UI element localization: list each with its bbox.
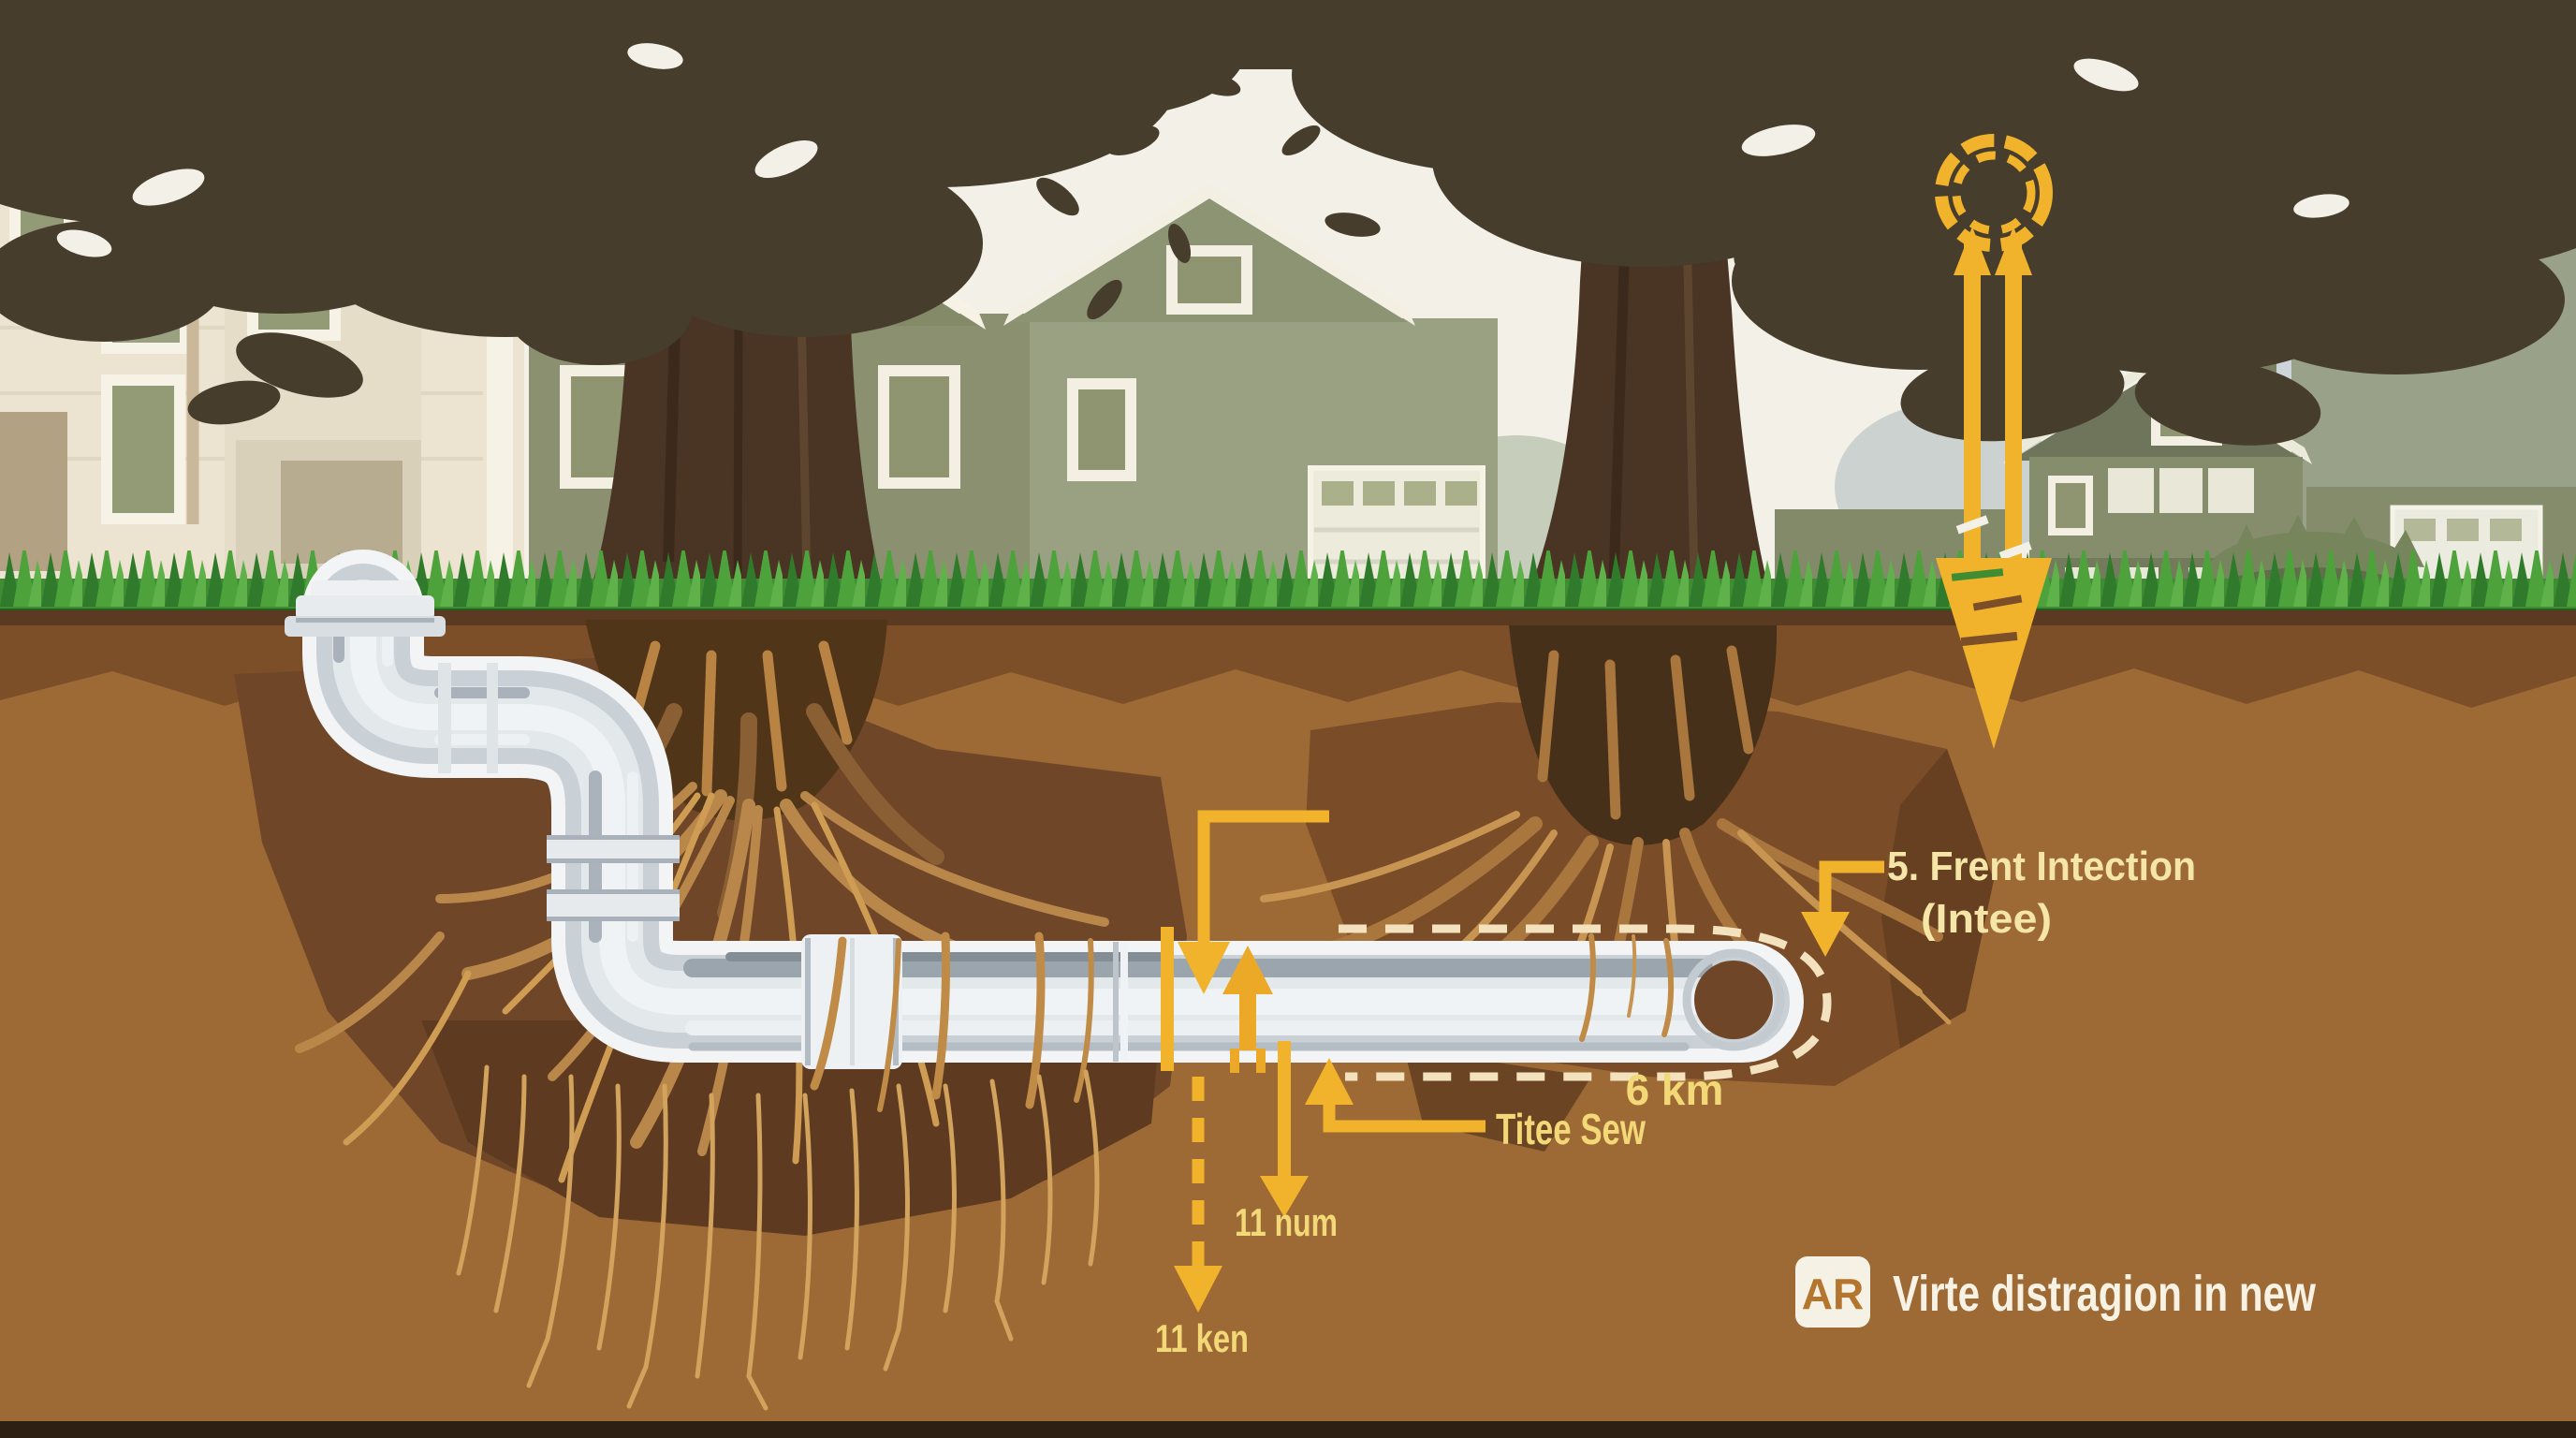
arrow-up-in-pipe: [1222, 946, 1273, 1073]
length-label: 6 km: [1626, 1065, 1724, 1114]
intrusion-label-line1: 5. Frent Intection: [1887, 844, 2196, 889]
bottom-edge-strip: [0, 1421, 2576, 1438]
arrow-down-ken: [1174, 1077, 1222, 1313]
annotation-arrows: [1161, 134, 2053, 1313]
pipe-open-end: [1682, 948, 1785, 1051]
measure-label-ken: 11 ken: [1155, 1316, 1249, 1360]
measure-bar-left: [1161, 927, 1174, 1071]
soil-dark-pocket-under-pipe: [421, 1020, 1161, 1236]
sewer-label: Titee Sew: [1496, 1105, 1646, 1153]
footer-caption-group: AR Virte distragion in new: [1795, 1256, 2317, 1328]
arrow-intrusion-label: [1801, 860, 1884, 957]
large-down-arrowhead: [1936, 558, 2052, 749]
arrow-into-pipe: [1178, 810, 1329, 994]
house-left-door: [0, 412, 67, 571]
measure-label-num: 11 num: [1235, 1200, 1338, 1244]
tree-2-root-flare: [1509, 625, 1778, 845]
intrusion-label-line2: (Intee): [1921, 896, 2052, 942]
pipe-dashed-outline: [1339, 924, 1832, 1081]
labels: 5. Frent Intection (Intee) 6 km Titee Se…: [1155, 844, 2196, 1360]
footer-caption: Virte distragion in new: [1893, 1266, 2317, 1322]
root-intrusion-overlay: [456, 932, 1675, 1411]
arrow-sewer-label: [1305, 1058, 1486, 1133]
arrow-down-num: [1260, 1041, 1309, 1217]
ar-flow-indicator: [1935, 134, 2053, 749]
ar-badge: [1795, 1256, 1870, 1328]
tree-canopy: [0, 0, 2576, 446]
ar-badge-text: AR: [1802, 1269, 1864, 1318]
pipe-cleanout-cap: [285, 580, 446, 637]
